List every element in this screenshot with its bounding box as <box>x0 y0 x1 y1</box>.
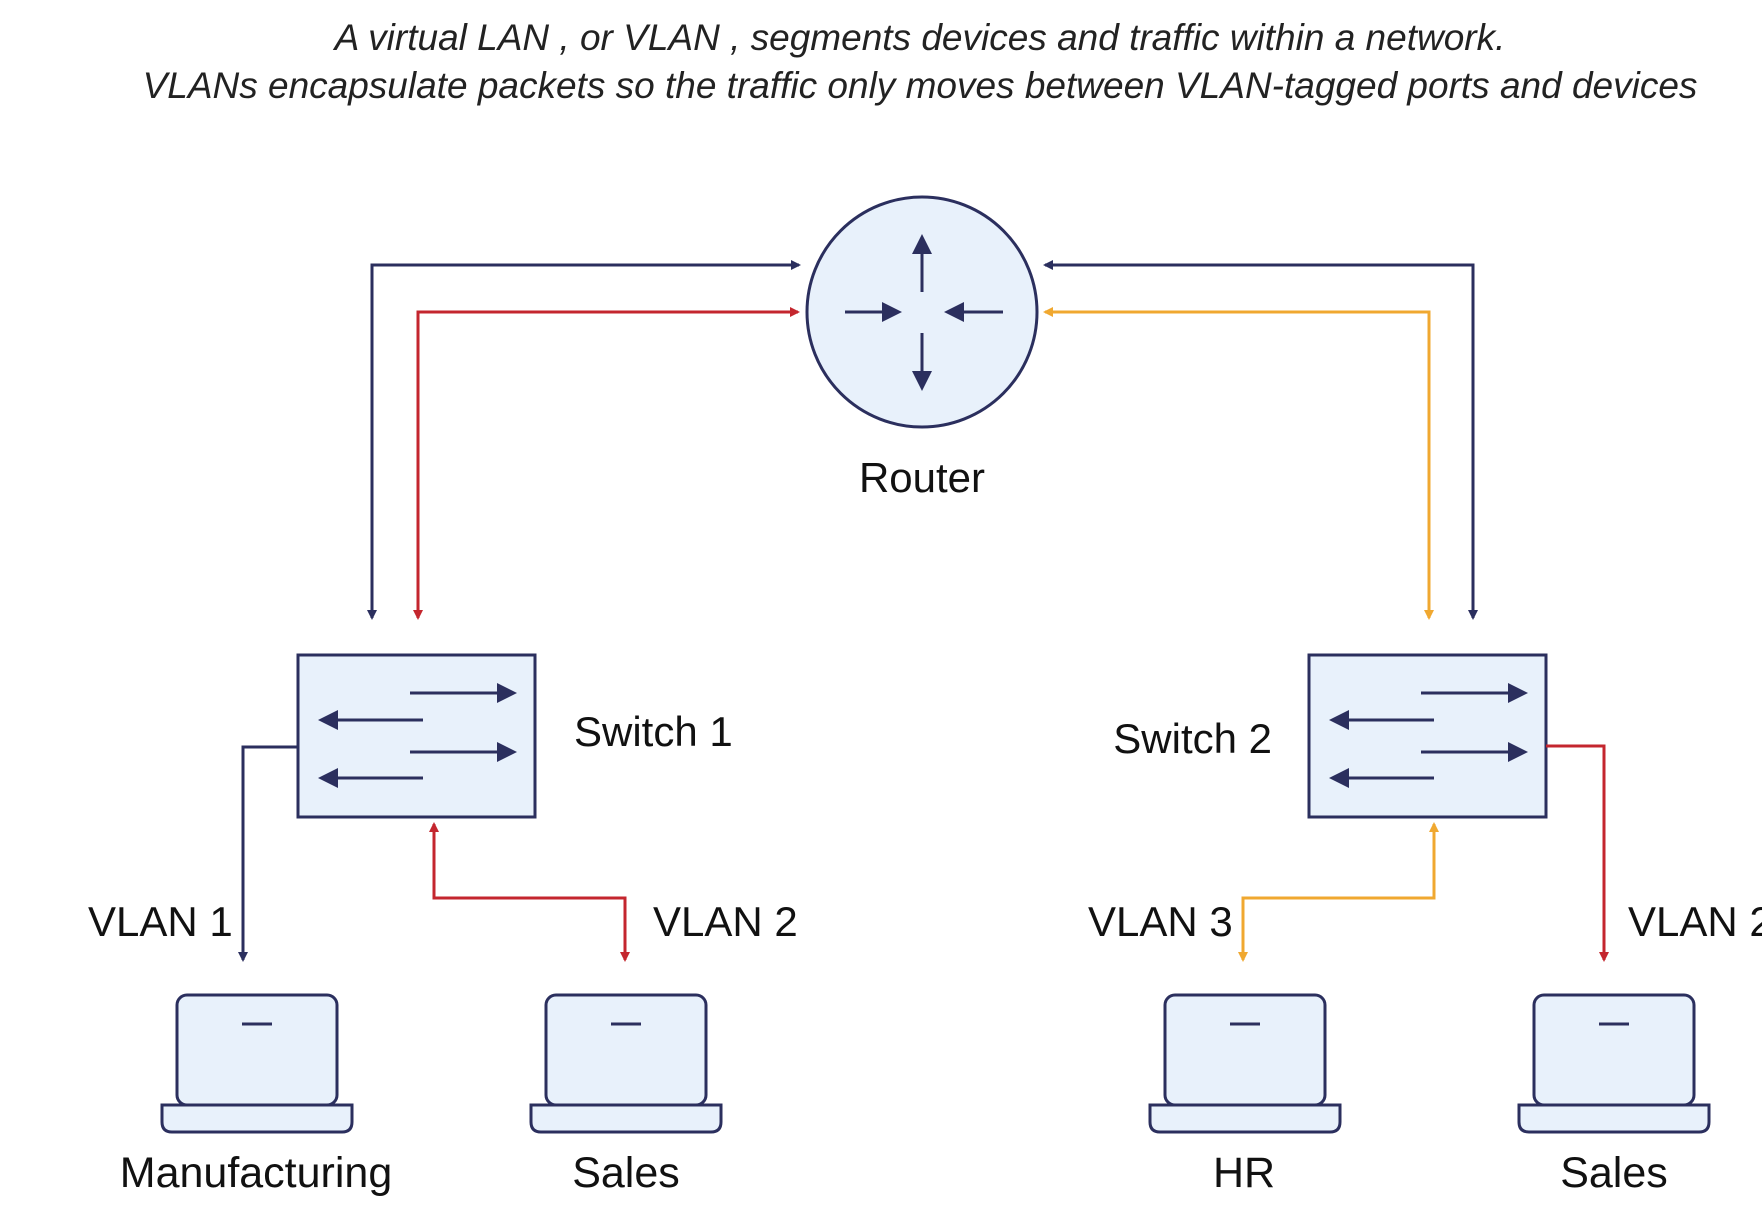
laptop-sales-left-icon <box>529 993 723 1134</box>
link-switch2-hr <box>1238 822 1439 962</box>
router-circle <box>805 195 1039 429</box>
caption-line-2: VLANs encapsulate packets so the traffic… <box>143 65 1698 106</box>
switch-1 <box>296 653 537 819</box>
link-switch2-sales <box>1546 744 1609 962</box>
switch-1-arrows-icon <box>318 683 517 788</box>
switch-2-arrows-icon <box>1329 683 1528 788</box>
switch-1-box <box>296 653 537 819</box>
router-label: Router <box>859 454 985 501</box>
link-router-switch1-vlan1 <box>367 260 801 620</box>
router <box>805 195 1039 429</box>
device-label-sales-right: Sales <box>1560 1149 1668 1197</box>
switch-2 <box>1307 653 1548 819</box>
switch-2-box <box>1307 653 1548 819</box>
laptop-sales-right-icon <box>1517 993 1711 1134</box>
vlan-label-2-left: VLAN 2 <box>653 898 798 945</box>
link-switch1-manufacturing <box>238 745 298 962</box>
router-arrows-icon <box>845 234 1003 391</box>
device-label-hr: HR <box>1213 1149 1275 1197</box>
vlan-label-3: VLAN 3 <box>1088 898 1233 945</box>
link-switch1-sales <box>429 822 630 962</box>
laptop-hr-icon <box>1148 993 1342 1134</box>
caption-line-1: A virtual LAN , or VLAN , segments devic… <box>333 17 1506 58</box>
link-router-switch1-vlan2 <box>413 307 800 620</box>
vlan-label-2-right: VLAN 2 <box>1628 898 1762 945</box>
link-router-switch2-vlan1 <box>1043 260 1478 620</box>
link-router-switch2-vlan3 <box>1043 307 1434 620</box>
vlan-label-1: VLAN 1 <box>88 898 233 945</box>
laptop-manufacturing-icon <box>160 993 354 1134</box>
device-label-manufacturing: Manufacturing <box>120 1149 393 1197</box>
switch-1-label: Switch 1 <box>574 708 733 755</box>
device-label-sales-left: Sales <box>572 1149 680 1197</box>
switch-2-label: Switch 2 <box>1113 715 1272 762</box>
